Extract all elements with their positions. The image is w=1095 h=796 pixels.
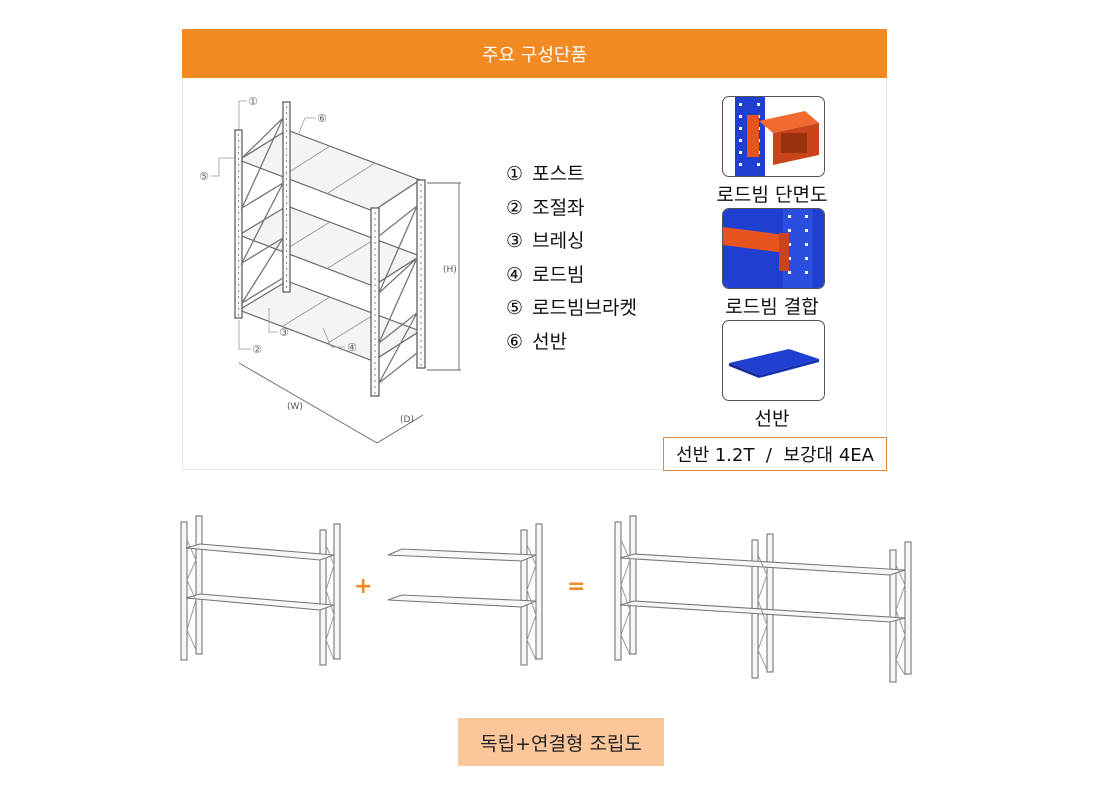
beam-joint-icon [722,208,825,289]
shelf-panel-icon [722,320,825,401]
spec-label: 선반 1.2T / 보강대 4EA [663,437,887,471]
dimension-height-label: (H) [443,265,457,275]
shelf-caption: 선반 [754,408,790,430]
middle-shelf [237,205,422,287]
rack-isometric-diagram: (W) (D) (H) ① ② ③ ④ ⑤ ⑥ [199,95,461,444]
bottom-shelf [237,280,422,362]
plus-operator: + [354,574,372,599]
component-list: ① 포스트 ② 조절좌 ③ 브레싱 ④ 로드빔 ⑤ 로드빔브라켓 ⑥ 선반 [506,158,637,359]
callout-5: ⑤ [199,170,209,183]
list-item: ④ 로드빔 [506,263,585,286]
assembly-diagram: + = [180,515,912,683]
equals-operator: = [567,574,585,599]
callout-1: ① [248,95,258,108]
list-item: ② 조절좌 [506,196,585,219]
beam-section-caption: 로드빔 단면도 [716,184,828,206]
section-header: 주요 구성단품 [182,29,887,78]
list-item: ⑤ 로드빔브라켓 [506,297,637,319]
top-shelf [237,129,422,212]
callout-4: ④ [347,341,357,354]
assembly-type-label: 독립+연결형 조립도 [458,718,664,766]
dimension-depth-label: (D) [400,415,414,425]
list-item: ① 포스트 [506,163,585,185]
dimension-width-label: (W) [287,402,303,412]
beam-joint-caption: 로드빔 결합 [725,296,819,318]
list-item: ⑥ 선반 [506,330,568,353]
beam-section-icon [722,96,825,177]
callout-2: ② [252,343,262,356]
section-title: 주요 구성단품 [481,44,588,66]
callout-3: ③ [279,326,289,339]
callout-6: ⑥ [317,112,327,125]
list-item: ③ 브레싱 [506,230,585,252]
